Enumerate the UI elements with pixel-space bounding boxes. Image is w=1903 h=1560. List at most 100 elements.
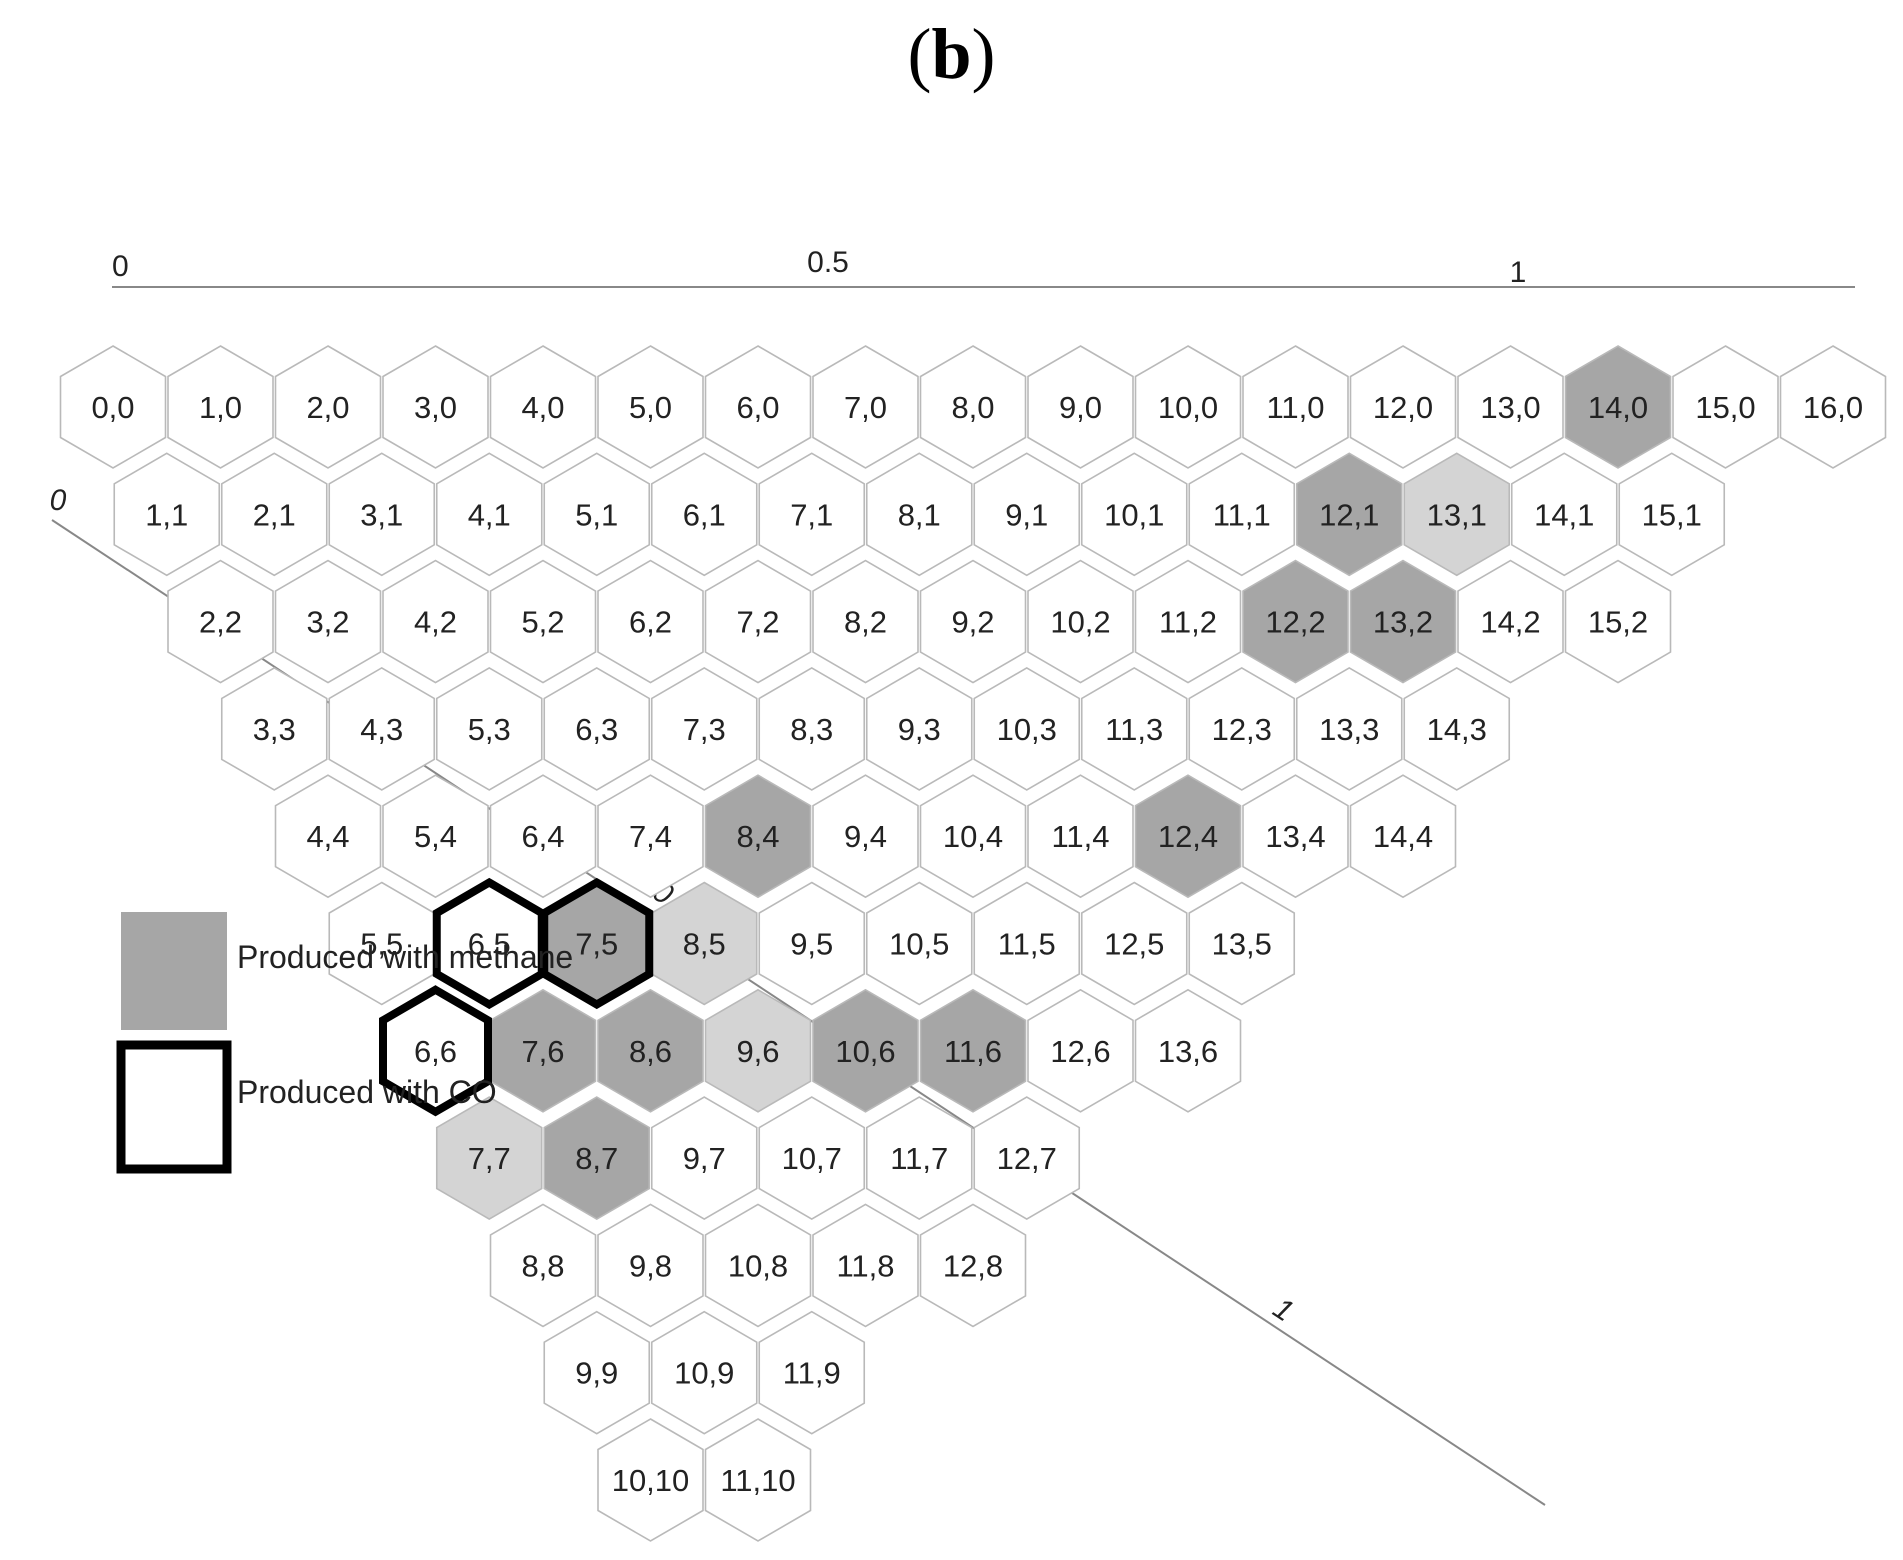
hex-label-10-8: 10,8 <box>728 1248 788 1283</box>
hex-label-13-4: 13,4 <box>1265 819 1325 854</box>
hex-label-11-2: 11,2 <box>1159 605 1217 640</box>
hex-label-12-8: 12,8 <box>943 1248 1003 1283</box>
hex-label-8-0: 8,0 <box>951 390 994 425</box>
hex-label-7-2: 7,2 <box>736 605 779 640</box>
hex-label-9-3: 9,3 <box>898 712 941 747</box>
hex-cell-8-8 <box>489 1203 597 1328</box>
hex-label-9-6: 9,6 <box>736 1034 779 1069</box>
hex-cell-4-0 <box>489 345 597 469</box>
hex-cell-9-1 <box>973 452 1081 577</box>
hex-label-7-5: 7,5 <box>575 927 618 962</box>
hex-label-6-6: 6,6 <box>414 1034 457 1069</box>
hex-cell-8-1 <box>865 452 973 577</box>
hex-label-5-2: 5,2 <box>521 605 564 640</box>
hex-cell-12-4 <box>1134 774 1242 899</box>
hex-cell-16-0 <box>1779 345 1887 469</box>
hex-cell-3-0 <box>382 345 489 469</box>
hex-label-8-8: 8,8 <box>521 1248 564 1283</box>
hex-cell-7-2 <box>704 559 812 684</box>
hex-label-5-3: 5,3 <box>468 712 511 747</box>
hex-cell-12-8 <box>919 1203 1027 1328</box>
hex-label-11-0: 11,0 <box>1266 390 1324 425</box>
hex-cell-10-3 <box>973 666 1081 791</box>
hex-cell-11-10 <box>704 1418 812 1542</box>
hex-cell-5-0 <box>597 345 704 469</box>
hex-label-13-5: 13,5 <box>1212 927 1272 962</box>
hex-label-7-6: 7,6 <box>521 1034 564 1069</box>
hex-cell-13-2 <box>1349 559 1457 684</box>
hex-label-4-1: 4,1 <box>468 497 511 532</box>
hex-label-10-6: 10,6 <box>835 1034 895 1069</box>
hex-label-14-1: 14,1 <box>1534 497 1594 532</box>
hex-label-10-2: 10,2 <box>1050 605 1110 640</box>
hex-cell-10-4 <box>919 774 1027 899</box>
hex-label-12-4: 12,4 <box>1158 819 1218 854</box>
hex-label-14-0: 14,0 <box>1588 390 1648 425</box>
hex-cell-15-0 <box>1672 345 1779 469</box>
legend: Produced with methane Produced with CO <box>116 912 573 1174</box>
hex-label-15-1: 15,1 <box>1642 497 1702 532</box>
legend-methane-swatch <box>121 912 227 1030</box>
co-outline-7-5 <box>540 877 654 1010</box>
hex-label-5-4: 5,4 <box>414 819 457 854</box>
hex-cell-3-3 <box>220 666 328 791</box>
hex-cell-15-2 <box>1564 559 1672 684</box>
hex-cell-5-1 <box>543 452 651 577</box>
hex-label-6-5: 6,5 <box>468 927 511 962</box>
hex-cell-10-9 <box>650 1310 758 1435</box>
hex-label-14-4: 14,4 <box>1373 819 1433 854</box>
hex-cell-12-7 <box>973 1096 1081 1221</box>
hex-label-9-0: 9,0 <box>1059 390 1102 425</box>
hex-cell-9-4 <box>812 774 919 899</box>
hex-cell-10-8 <box>704 1203 812 1328</box>
hex-cell-9-8 <box>597 1203 704 1328</box>
hex-cell-14-4 <box>1349 774 1457 899</box>
hex-label-10-1: 10,1 <box>1104 497 1164 532</box>
hex-label-4-3: 4,3 <box>360 712 403 747</box>
hex-label-7-0: 7,0 <box>844 390 887 425</box>
hex-label-10-0: 10,0 <box>1158 390 1218 425</box>
hex-cell-7-7 <box>435 1096 543 1221</box>
hex-cell-5-3 <box>435 666 543 791</box>
hex-label-9-7: 9,7 <box>683 1141 726 1176</box>
hex-label-9-4: 9,4 <box>844 819 887 854</box>
hex-label-12-0: 12,0 <box>1373 390 1433 425</box>
hex-label-7-3: 7,3 <box>683 712 726 747</box>
top-axis-tick-0: 0 <box>112 250 129 283</box>
hex-cell-11-5 <box>973 881 1081 1006</box>
hex-label-13-0: 13,0 <box>1480 390 1540 425</box>
hex-cell-10-7 <box>758 1096 866 1221</box>
hex-label-11-6: 11,6 <box>944 1034 1002 1069</box>
diagonal-axis-tick-0: 0 <box>50 484 67 517</box>
legend-co-label: Produced with CO <box>237 1074 497 1110</box>
hex-cell-11-3 <box>1080 666 1188 791</box>
hex-label-8-1: 8,1 <box>898 497 941 532</box>
panel-label-close: ) <box>971 14 996 94</box>
hex-label-11-9: 11,9 <box>783 1356 841 1391</box>
hex-label-13-3: 13,3 <box>1319 712 1379 747</box>
hex-cell-15-1 <box>1618 452 1726 577</box>
hex-label-13-6: 13,6 <box>1158 1034 1218 1069</box>
hex-cell-12-5 <box>1080 881 1188 1006</box>
hex-cell-12-3 <box>1188 666 1296 791</box>
diagonal-axis-tick-1: 1 <box>1267 1292 1299 1329</box>
panel-label-open: ( <box>907 14 932 94</box>
hex-cell-8-7 <box>543 1096 651 1221</box>
hex-label-2-1: 2,1 <box>253 497 296 532</box>
hex-label-15-0: 15,0 <box>1695 390 1755 425</box>
hex-cell-12-0 <box>1349 345 1457 469</box>
co-outline-6-6 <box>379 985 492 1117</box>
hex-label-11-10: 11,10 <box>720 1463 795 1498</box>
hex-label-11-4: 11,4 <box>1051 819 1109 854</box>
hex-cell-2-0 <box>274 345 382 469</box>
hex-cell-9-6 <box>704 988 812 1113</box>
hex-cell-10-0 <box>1134 345 1242 469</box>
hex-label-3-3: 3,3 <box>253 712 296 747</box>
hex-label-11-3: 11,3 <box>1105 712 1163 747</box>
hex-label-12-5: 12,5 <box>1104 927 1164 962</box>
hex-cell-7-0 <box>812 345 919 469</box>
hex-label-9-1: 9,1 <box>1005 497 1048 532</box>
hex-label-5-0: 5,0 <box>629 390 672 425</box>
hex-cell-14-2 <box>1457 559 1564 684</box>
hex-cell-11-8 <box>812 1203 919 1328</box>
